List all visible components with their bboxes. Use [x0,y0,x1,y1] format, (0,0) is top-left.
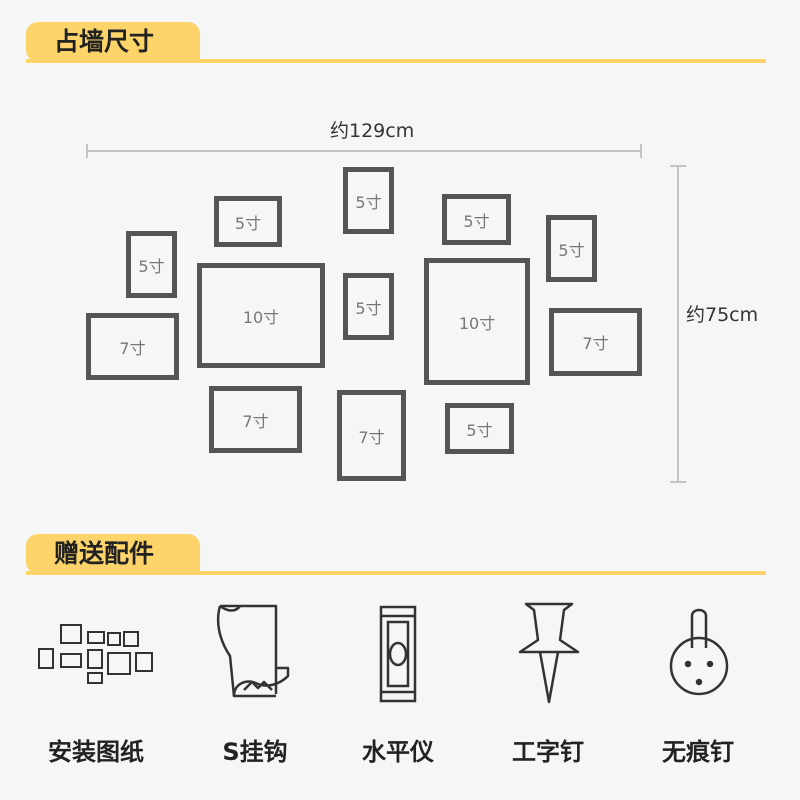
accessories-divider [26,571,766,575]
accessory-label: S挂钩 [222,738,288,766]
width-tick-right [640,144,642,158]
wall-size-divider [26,59,766,63]
width-tick-left [86,144,88,158]
frame-10in: 10寸 [197,263,325,368]
frame-7in: 7寸 [86,313,179,380]
frame-7in: 7寸 [549,308,642,376]
frame-5in: 5寸 [343,273,394,340]
spirit-level-icon [379,605,417,703]
frame-7in: 7寸 [337,390,406,481]
frame-10in: 10寸 [424,258,530,385]
frame-5in: 5寸 [546,215,597,282]
layout-template-icon [38,624,153,684]
frame-5in: 5寸 [126,231,177,298]
height-tick-bottom [670,481,686,483]
accessory-label: 无痕钉 [662,738,734,766]
width-label: 约129cm [330,120,415,142]
height-dimension-line [677,165,679,483]
s-hook-icon [216,604,290,698]
frame-5in: 5寸 [343,167,394,234]
accessory-label: 水平仪 [362,738,434,766]
pushpin-icon [518,602,580,704]
traceless-hook-icon [669,608,729,696]
wall-size-tab: 占墙尺寸 [26,22,200,62]
accessories-tab: 赠送配件 [26,534,200,574]
frame-5in: 5寸 [445,403,514,454]
frame-5in: 5寸 [442,194,511,245]
height-tick-top [670,165,686,167]
accessory-label: 工字钉 [512,738,584,766]
accessory-label: 安装图纸 [48,738,144,766]
frame-7in: 7寸 [209,386,302,453]
frame-5in: 5寸 [214,196,282,247]
height-label: 约75cm [686,304,759,326]
width-dimension-line [86,150,642,152]
